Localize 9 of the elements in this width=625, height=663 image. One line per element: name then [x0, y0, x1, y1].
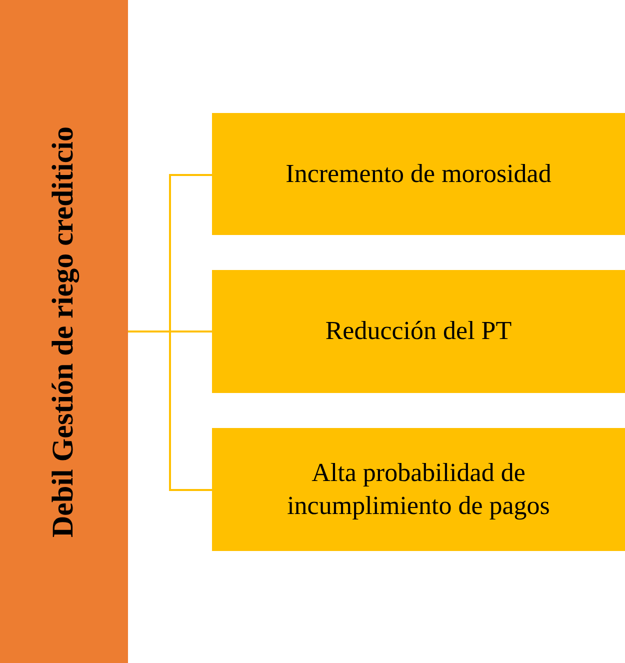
- vertical-title: Debil Gestión de riego crediticio: [47, 126, 81, 538]
- connector-line: [128, 330, 212, 491]
- effect-box: [212, 428, 625, 551]
- title-bar: [0, 0, 128, 663]
- box-text: Alta probabilidad de incumplimiento de pagos: [286, 457, 551, 522]
- box-text: Incremento de morosidad: [284, 158, 552, 190]
- effect-box: [212, 270, 625, 393]
- effect-box: [212, 113, 625, 235]
- box-text: Reducción del PT: [324, 315, 513, 348]
